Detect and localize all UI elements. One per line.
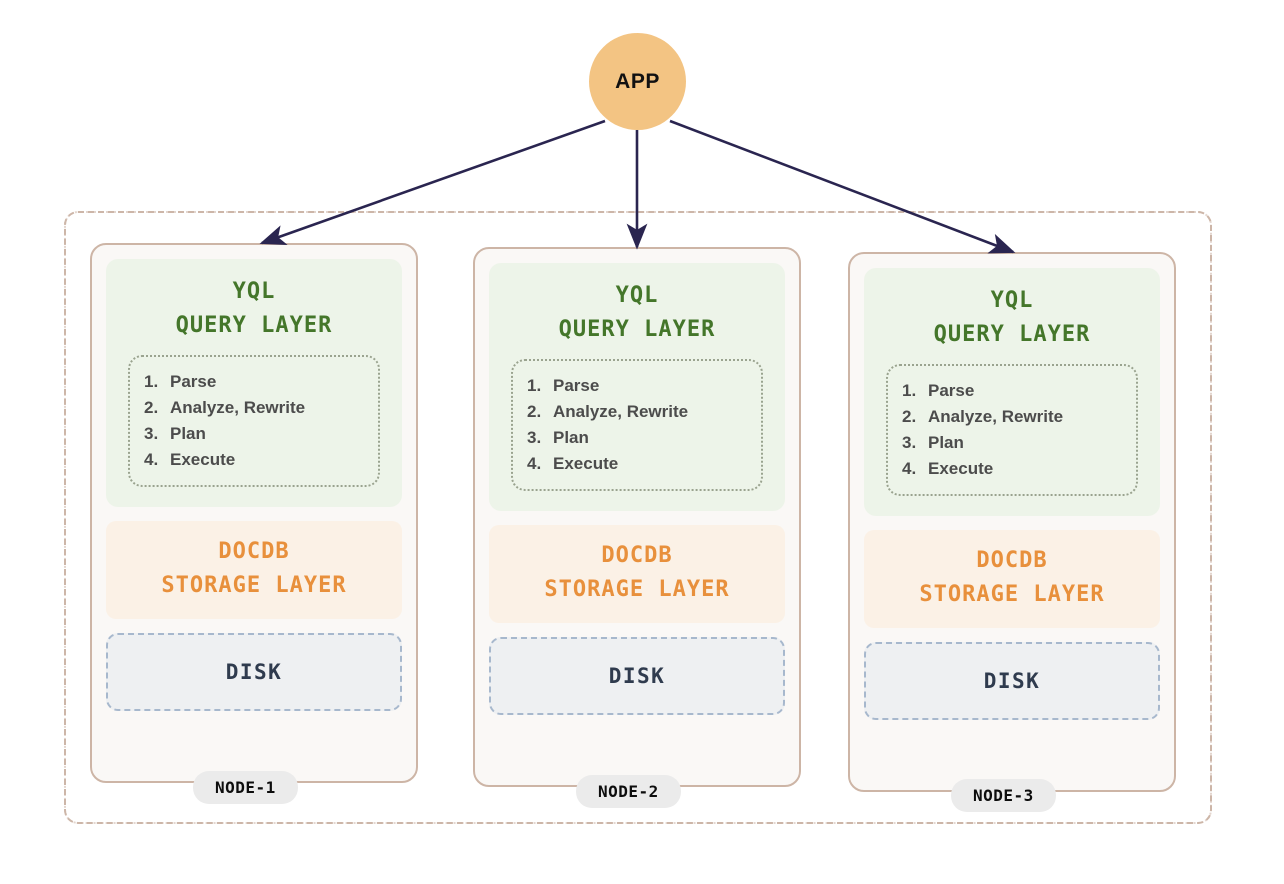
step-number: 2.	[902, 407, 917, 427]
yql-title-1: YQL QUERY LAYER	[120, 275, 388, 343]
step-number: 4.	[527, 453, 542, 473]
yql-title-line2-3: QUERY LAYER	[933, 322, 1091, 348]
query-steps-list-1: 1. Parse 2. Analyze, Rewrite 3. Plan 4. Exec…	[144, 369, 368, 472]
step-label: Parse	[553, 376, 600, 396]
list-item: 4. Execute	[527, 451, 751, 477]
step-label: Analyze, Rewrite	[928, 407, 1064, 427]
step-label: Plan	[553, 427, 589, 447]
yql-query-layer-2: YQL QUERY LAYER 1. Parse 2. Analyze, Rewri…	[489, 263, 785, 511]
step-label: Plan	[928, 432, 964, 452]
query-steps-list-3: 1. Parse 2. Analyze, Rewrite 3. Plan 4. Exec…	[902, 378, 1126, 481]
node-badge-3: NODE-3	[951, 779, 1056, 812]
docdb-storage-layer-1: DOCDB STORAGE LAYER	[106, 520, 402, 619]
docdb-title-line2-3: STORAGE LAYER	[919, 581, 1105, 607]
yql-title-line2-2: QUERY LAYER	[558, 317, 716, 343]
docdb-title-line2-2: STORAGE LAYER	[544, 576, 730, 602]
node-card-1[interactable]: YQL QUERY LAYER 1. Parse 2. Analyze, Rewri…	[90, 243, 418, 783]
docdb-title-line1-3: DOCDB	[976, 547, 1048, 573]
step-number: 1.	[527, 376, 542, 396]
yql-title-3: YQL QUERY LAYER	[878, 284, 1146, 352]
step-label: Parse	[928, 381, 975, 401]
step-number: 1.	[144, 372, 159, 392]
step-number: 2.	[527, 402, 542, 422]
yql-title-line1-1: YQL	[232, 279, 276, 304]
list-item: 3. Plan	[527, 425, 751, 451]
step-label: Analyze, Rewrite	[553, 402, 689, 422]
yql-query-layer-3: YQL QUERY LAYER 1. Parse 2. Analyze, Rewri…	[864, 268, 1160, 516]
yql-query-layer-1: YQL QUERY LAYER 1. Parse 2. Analyze, Rewri…	[106, 259, 402, 507]
list-item: 4. Execute	[144, 447, 368, 473]
yql-title-line1-2: YQL	[615, 283, 659, 308]
node-badge-2: NODE-2	[576, 775, 681, 808]
query-steps-box-2: 1. Parse 2. Analyze, Rewrite 3. Plan 4. Exec…	[511, 359, 763, 491]
docdb-title-2: DOCDB STORAGE LAYER	[499, 539, 775, 607]
docdb-title-1: DOCDB STORAGE LAYER	[116, 535, 392, 603]
node-card-2[interactable]: YQL QUERY LAYER 1. Parse 2. Analyze, Rewri…	[473, 247, 801, 787]
list-item: 4. Execute	[902, 456, 1126, 482]
step-label: Plan	[170, 423, 206, 443]
yql-title-line1-3: YQL	[990, 288, 1034, 313]
list-item: 1. Parse	[527, 373, 751, 399]
list-item: 3. Plan	[144, 421, 368, 447]
step-number: 3.	[902, 432, 917, 452]
step-number: 3.	[527, 427, 542, 447]
step-number: 1.	[902, 381, 917, 401]
step-number: 3.	[144, 423, 159, 443]
yql-title-2: YQL QUERY LAYER	[503, 279, 771, 347]
node-card-3[interactable]: YQL QUERY LAYER 1. Parse 2. Analyze, Rewri…	[848, 252, 1176, 792]
yql-title-line2-1: QUERY LAYER	[175, 313, 333, 339]
step-label: Parse	[170, 372, 217, 392]
list-item: 1. Parse	[144, 369, 368, 395]
step-label: Execute	[170, 449, 236, 469]
disk-box-3: DISK	[864, 641, 1160, 720]
step-number: 2.	[144, 398, 159, 418]
disk-label-3: DISK	[983, 668, 1041, 693]
docdb-title-3: DOCDB STORAGE LAYER	[874, 544, 1150, 612]
docdb-title-line2-1: STORAGE LAYER	[161, 572, 347, 598]
docdb-storage-layer-3: DOCDB STORAGE LAYER	[864, 529, 1160, 628]
docdb-title-line1-1: DOCDB	[218, 538, 290, 564]
step-label: Analyze, Rewrite	[170, 398, 306, 418]
disk-label-1: DISK	[225, 659, 283, 684]
list-item: 1. Parse	[902, 378, 1126, 404]
list-item: 2. Analyze, Rewrite	[144, 395, 368, 421]
list-item: 3. Plan	[902, 430, 1126, 456]
step-number: 4.	[144, 449, 159, 469]
step-label: Execute	[553, 453, 619, 473]
disk-box-2: DISK	[489, 636, 785, 715]
disk-box-1: DISK	[106, 632, 402, 711]
app-label: APP	[615, 69, 660, 93]
list-item: 2. Analyze, Rewrite	[902, 404, 1126, 430]
query-steps-list-2: 1. Parse 2. Analyze, Rewrite 3. Plan 4. Exec…	[527, 373, 751, 476]
list-item: 2. Analyze, Rewrite	[527, 399, 751, 425]
step-label: Execute	[928, 458, 994, 478]
step-number: 4.	[902, 458, 917, 478]
app-node[interactable]: APP	[589, 33, 686, 130]
disk-label-2: DISK	[608, 663, 666, 688]
node-badge-1: NODE-1	[193, 771, 298, 804]
docdb-storage-layer-2: DOCDB STORAGE LAYER	[489, 524, 785, 623]
query-steps-box-1: 1. Parse 2. Analyze, Rewrite 3. Plan 4. Exec…	[128, 355, 380, 487]
query-steps-box-3: 1. Parse 2. Analyze, Rewrite 3. Plan 4. Exec…	[886, 364, 1138, 496]
docdb-title-line1-2: DOCDB	[601, 542, 673, 568]
